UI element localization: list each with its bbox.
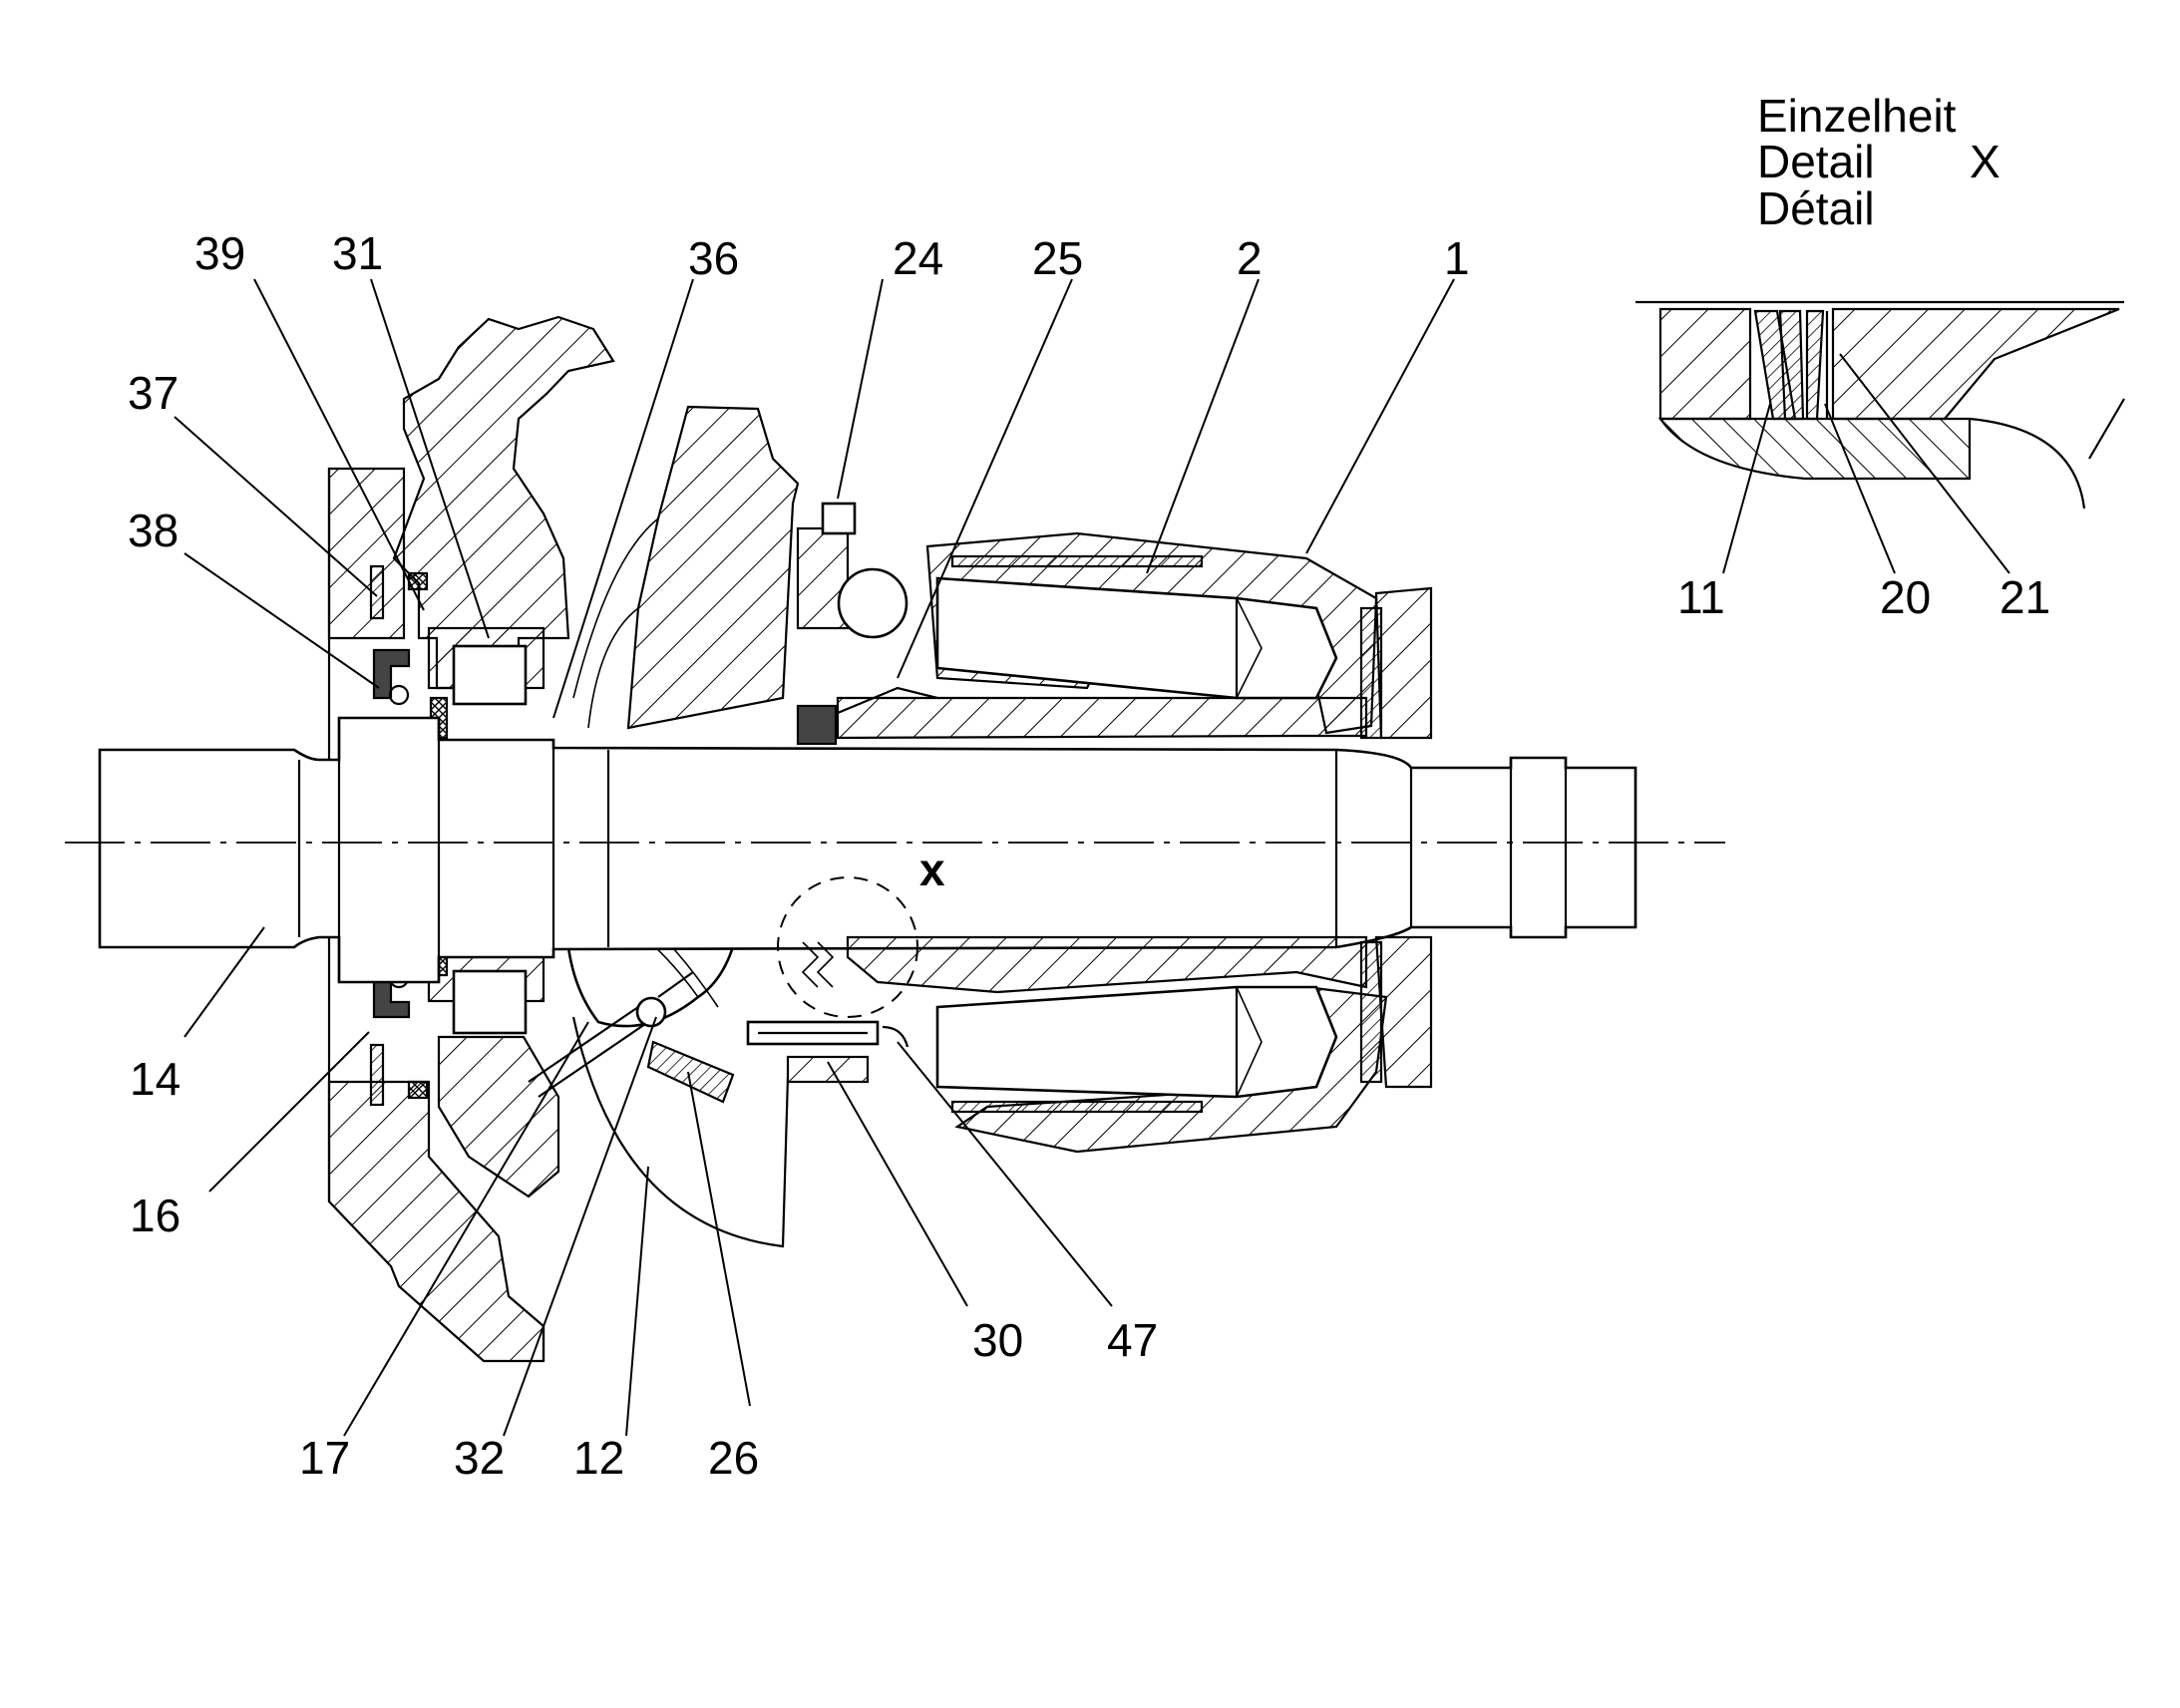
spring-pack bbox=[746, 941, 909, 1084]
detail-x-inset bbox=[1635, 300, 2125, 510]
drive-shaft bbox=[98, 716, 1637, 984]
label-16: 16 bbox=[130, 1190, 181, 1241]
detail-x-circle bbox=[777, 876, 918, 1018]
label-32: 32 bbox=[454, 1432, 505, 1484]
label-31: 31 bbox=[332, 227, 383, 279]
part-labels: 39 31 36 24 25 2 1 37 38 14 16 17 32 12 … bbox=[128, 227, 2050, 1484]
retainer-ring bbox=[796, 502, 938, 746]
detail-heading: Einzelheit Detail Détail X bbox=[1757, 90, 2000, 234]
detail-heading-line1: Einzelheit bbox=[1757, 90, 1957, 142]
leader-lines bbox=[174, 278, 2010, 1437]
label-21: 21 bbox=[1999, 571, 2050, 623]
control-pin bbox=[528, 971, 694, 1098]
label-14: 14 bbox=[130, 1053, 181, 1105]
label-36: 36 bbox=[688, 232, 739, 284]
label-47: 47 bbox=[1107, 1314, 1158, 1366]
cylinder-barrel bbox=[836, 531, 1433, 1154]
label-11: 11 bbox=[1677, 571, 1725, 623]
detail-heading-mark: X bbox=[1970, 136, 2000, 187]
label-1: 1 bbox=[1444, 232, 1470, 284]
label-39: 39 bbox=[194, 227, 245, 279]
label-12: 12 bbox=[573, 1432, 624, 1484]
label-25: 25 bbox=[1032, 232, 1083, 284]
label-20: 20 bbox=[1880, 571, 1931, 623]
main-section-view: x bbox=[65, 315, 1725, 1363]
label-38: 38 bbox=[128, 505, 179, 556]
detail-heading-line2: Detail bbox=[1757, 136, 1875, 187]
label-37: 37 bbox=[128, 367, 179, 419]
label-24: 24 bbox=[893, 232, 943, 284]
detail-x-mark: x bbox=[919, 844, 945, 895]
label-30: 30 bbox=[972, 1314, 1023, 1366]
label-2: 2 bbox=[1237, 232, 1263, 284]
label-17: 17 bbox=[299, 1432, 350, 1484]
label-26: 26 bbox=[708, 1432, 759, 1484]
detail-heading-line3: Détail bbox=[1757, 182, 1875, 234]
